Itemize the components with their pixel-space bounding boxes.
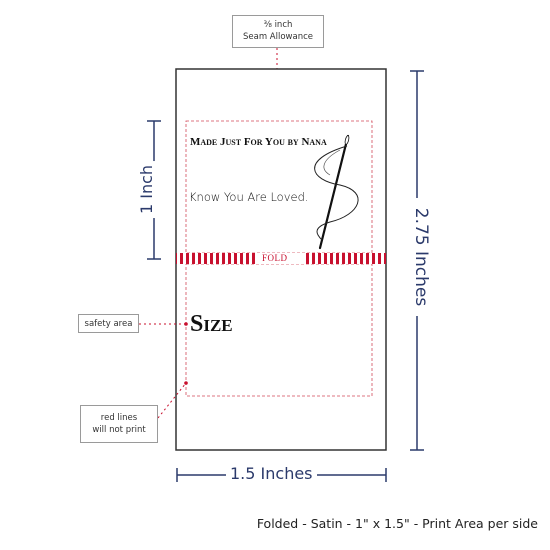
needle-icon — [314, 134, 359, 250]
fold-label: FOLD — [262, 253, 288, 263]
red-lines-callout: red lines will not print — [80, 405, 158, 443]
height-label: 2.75 Inches — [411, 198, 431, 316]
seam-allowance-line2: Seam Allowance — [242, 32, 313, 42]
red-lines-text-1: red lines — [100, 413, 138, 423]
fold-band — [176, 253, 386, 264]
red-lines-text-2: will not print — [92, 425, 146, 435]
footer-caption: Folded - Satin - 1" x 1.5" - Print Area … — [256, 516, 538, 531]
safety-area-text: safety area — [84, 319, 133, 329]
seam-allowance-callout: ⅜ inch Seam Allowance — [232, 15, 324, 48]
label-line1: Made Just For You by Nana — [190, 136, 327, 148]
label-line2: Know You Are Loved. — [189, 190, 309, 204]
size-label: Size — [190, 311, 233, 337]
one-inch-label: 1 Inch — [137, 160, 157, 219]
seam-allowance-line1: ⅜ inch — [263, 20, 293, 30]
width-label: 1.5 Inches — [226, 464, 317, 483]
safety-area-callout: safety area — [78, 314, 139, 333]
